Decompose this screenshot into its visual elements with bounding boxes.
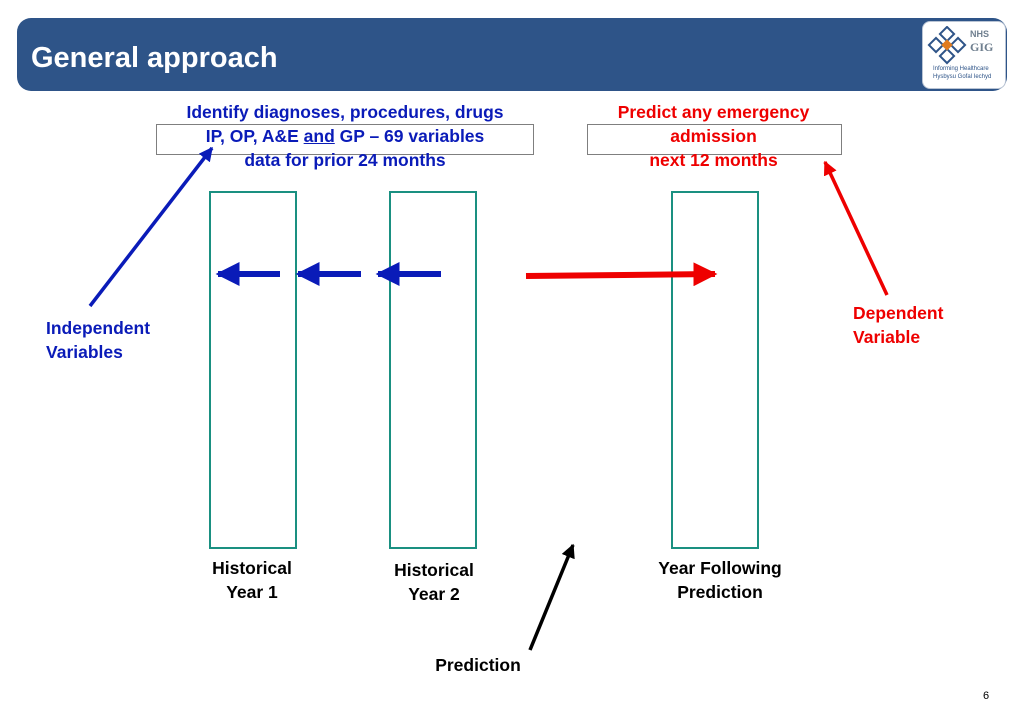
historical-year-1-label: Historical Year 1 [192,556,312,604]
independent-note-line2: IP, OP, A&E and GP – 69 variables [146,124,544,148]
diamond-cluster-icon [927,26,967,65]
dependent-note-line2: admission [670,126,757,146]
line2-underlined: and [303,126,335,146]
logo-subtitle-cy: Hysbysu Gofal Iechyd [933,74,992,80]
line2-post: GP – 69 variables [334,126,485,146]
year-following-column [671,191,759,549]
dependent-label-line2: Variable [853,327,921,347]
independent-note-line3: data for prior 24 months [244,150,446,170]
prediction-label: Prediction [435,655,521,675]
dependent-note-line3: next 12 months [649,150,778,170]
dependent-variable-label: Dependent Variable [853,301,943,349]
independent-pointer-arrow [88,146,214,308]
line2-pre: IP, OP, A&E [205,126,304,146]
title-bar: General approach [17,18,1007,91]
slide-title: General approach [31,42,278,74]
logo-text-gig: GIG [970,40,994,54]
dependent-note-box [587,124,842,155]
nhs-logo: NHS GIG Informing Healthcare Hysbysu Gof… [922,21,1006,89]
logo-text-nhs: NHS [970,29,990,39]
dependent-pointer-arrow [823,160,889,296]
dependent-note-line1: Predict any emergency [617,102,810,122]
following-line2: Prediction [677,582,763,602]
historical-year-2-column [389,191,477,549]
hist2-line2: Year 2 [408,584,460,604]
independent-variables-label: Independent Variables [46,316,150,364]
red-arrow [525,262,718,287]
independent-label-line1: Independent [46,318,151,338]
hist1-line2: Year 1 [226,582,278,602]
historical-year-1-column [209,191,297,549]
page-number: 6 [983,690,990,702]
independent-note-box [156,124,534,155]
following-line1: Year Following [658,558,782,578]
independent-note: Identify diagnoses, procedures, drugs IP… [146,100,544,172]
year-following-label: Year Following Prediction [630,556,810,604]
hist2-line1: Historical [394,560,474,580]
prediction-pointer-arrow [528,543,575,651]
historical-year-2-label: Historical Year 2 [374,558,494,606]
dependent-label-line1: Dependent [853,303,944,323]
dependent-note: Predict any emergency admission next 12 … [587,100,840,172]
independent-label-line2: Variables [46,342,123,362]
hist1-line1: Historical [212,558,292,578]
logo-subtitle-en: Informing Healthcare [933,66,989,72]
independent-note-line1: Identify diagnoses, procedures, drugs [186,102,504,122]
